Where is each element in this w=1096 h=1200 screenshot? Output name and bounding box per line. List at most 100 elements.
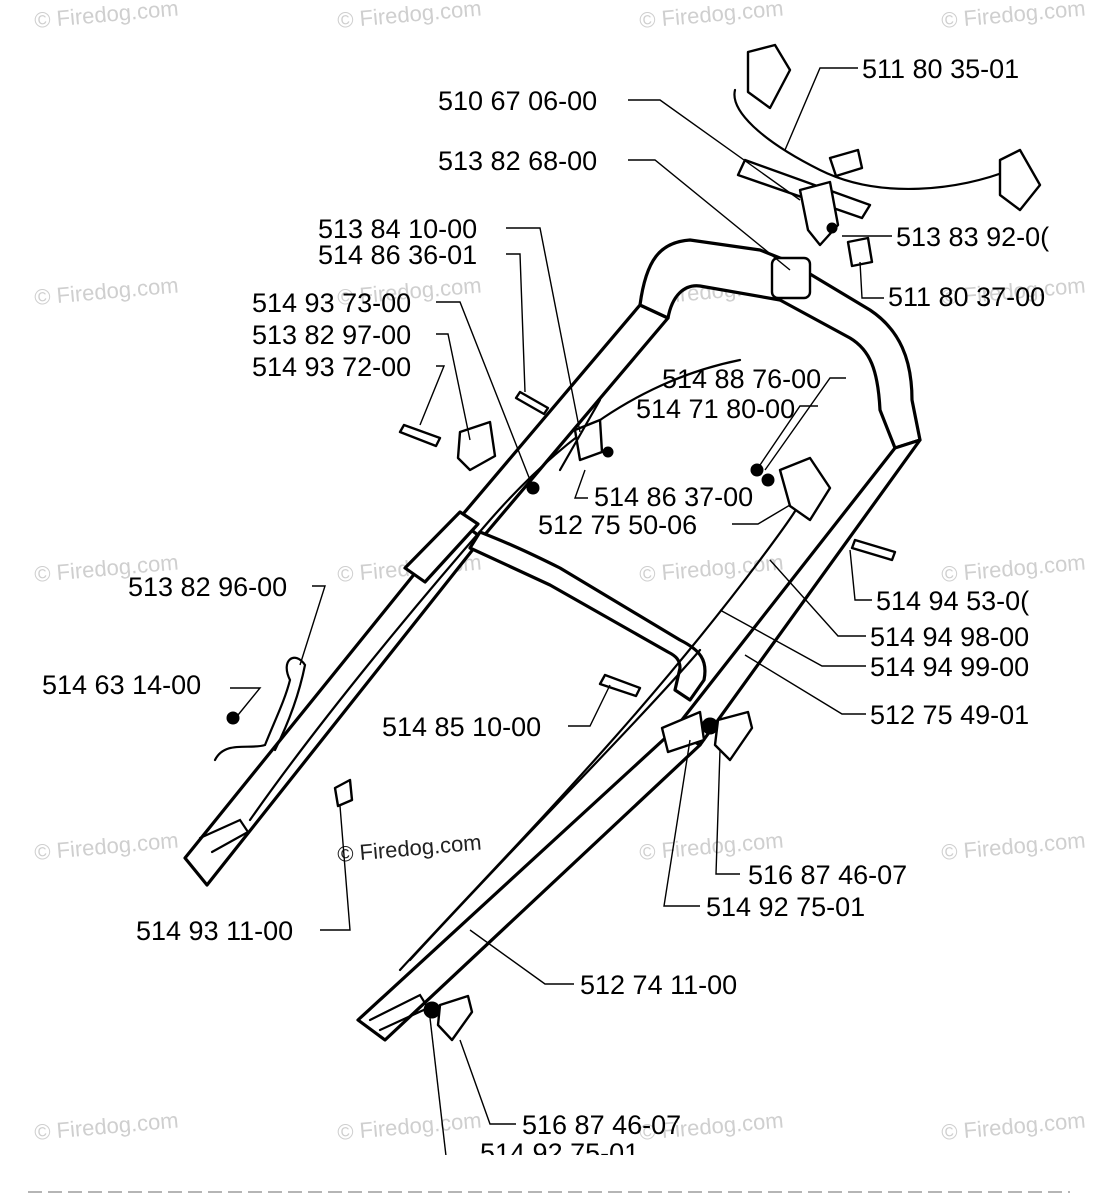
watermark: © Firedog.com — [33, 1107, 179, 1145]
part-label: 510 67 06-00 — [438, 86, 597, 116]
cross-bar — [468, 530, 707, 702]
handle-drawing — [183, 43, 1042, 1042]
lever-clip — [846, 236, 874, 268]
part-label: 516 87 46-07 — [748, 860, 907, 890]
leader — [732, 504, 791, 525]
cable-left — [248, 358, 742, 822]
leader — [759, 405, 818, 466]
watermark: © Firedog.com — [940, 1107, 1086, 1145]
leader — [506, 227, 581, 433]
nut-512-75-50 — [526, 481, 540, 495]
part-label: 514 71 80-00 — [636, 394, 795, 424]
left-grip — [403, 510, 480, 584]
part-label: 514 94 98-00 — [870, 622, 1029, 652]
watermark: © Firedog.com — [940, 827, 1086, 865]
part-label: 512 74 11-00 — [580, 970, 737, 1000]
part-label: 513 84 10-00 — [318, 214, 477, 244]
leader — [436, 333, 471, 441]
part-label: 516 87 46-07 — [522, 1110, 681, 1140]
nut-514-88-76 — [761, 473, 775, 487]
leader — [744, 654, 866, 715]
leader — [859, 261, 884, 299]
watermark: © Firedog.com — [940, 549, 1086, 587]
leader-lines — [230, 67, 892, 1157]
part-label: 514 93 11-00 — [136, 916, 293, 946]
leader — [299, 585, 326, 666]
leader — [419, 365, 446, 426]
nut-514-63-14 — [226, 711, 240, 725]
rod-514-88-76 — [558, 398, 602, 472]
leader — [429, 1017, 447, 1157]
screw-514-93-11 — [333, 778, 354, 808]
part-label: 514 92 75-01 — [706, 892, 865, 922]
knob-plate-514-92-75 — [660, 710, 706, 754]
leader — [230, 687, 262, 716]
part-label: 514 63 14-00 — [42, 670, 201, 700]
leader — [568, 684, 611, 727]
part-label: 514 86 36-01 — [318, 240, 477, 270]
part-label: 514 85 10-00 — [382, 712, 541, 742]
part-label: 512 75 50-06 — [538, 510, 697, 540]
part-label: 513 82 68-00 — [438, 146, 597, 176]
part-label: 514 94 53-0( — [876, 586, 1029, 616]
leader — [436, 301, 531, 481]
part-label: 514 86 37-00 — [594, 482, 753, 512]
leader — [459, 1039, 516, 1125]
leader — [715, 749, 740, 875]
screw-514-86-36 — [514, 390, 550, 416]
handle-top-left-bend — [638, 238, 792, 320]
knob-516-87-46-upper — [713, 710, 754, 762]
leader — [769, 559, 866, 637]
watermark-dark: © Firedog.com — [336, 829, 482, 867]
part-label: 514 93 73-00 — [252, 288, 411, 318]
part-label: 511 80 35-01 — [862, 54, 1019, 84]
control-lever-wire — [733, 88, 1012, 191]
screw-514-94-53 — [850, 538, 897, 562]
leader — [469, 929, 574, 985]
leader — [663, 739, 700, 907]
leader — [628, 99, 801, 201]
leader — [628, 159, 791, 271]
watermark: © Firedog.com — [33, 827, 179, 865]
screw-514-93-72 — [398, 423, 442, 448]
leader — [719, 609, 866, 667]
nut-514-71-80 — [750, 463, 764, 477]
lever-mount — [798, 180, 840, 247]
knob-516-87-46-lower — [436, 994, 474, 1042]
control-lever-right-grip — [998, 148, 1042, 212]
clip-513-82-96 — [213, 656, 307, 762]
watermark: © Firedog.com — [638, 0, 784, 33]
control-lever-clip — [828, 148, 864, 178]
right-bar-slot — [368, 993, 430, 1032]
part-label: 514 94 99-00 — [870, 652, 1029, 682]
part-label: 513 82 96-00 — [128, 572, 287, 602]
watermark: © Firedog.com — [940, 0, 1086, 33]
part-label: 514 88 76-00 — [662, 364, 821, 394]
part-labels: 511 80 35-01 510 67 06-00 513 82 68-00 5… — [42, 54, 1049, 1168]
leader — [506, 253, 526, 393]
part-label: 513 83 92-0( — [896, 222, 1049, 252]
watermark: © Firedog.com — [33, 0, 179, 33]
nut-514-86-37 — [602, 446, 614, 458]
part-label: 511 80 37-00 — [888, 282, 1045, 312]
leader — [320, 805, 351, 931]
page-cutoff — [0, 1155, 1096, 1200]
leader — [784, 67, 858, 151]
control-lever-left-grip — [746, 43, 792, 110]
watermark: © Firedog.com — [336, 1107, 482, 1145]
leader — [764, 377, 846, 471]
cable-clamp-513-82-97 — [456, 420, 497, 472]
cable-right-2 — [408, 648, 702, 962]
part-label: 512 75 49-01 — [870, 700, 1029, 730]
lever-housing-512-75-50 — [778, 456, 832, 522]
knob-nut-lower — [423, 1001, 441, 1019]
left-bar-slot — [198, 818, 250, 854]
watermark: © Firedog.com — [336, 0, 482, 33]
leader — [574, 469, 588, 499]
part-label: 513 82 97-00 — [252, 320, 411, 350]
lever-nut — [826, 222, 838, 234]
screw-514-85-10 — [598, 673, 642, 698]
leader — [849, 549, 872, 601]
watermark: © Firedog.com — [33, 272, 179, 310]
